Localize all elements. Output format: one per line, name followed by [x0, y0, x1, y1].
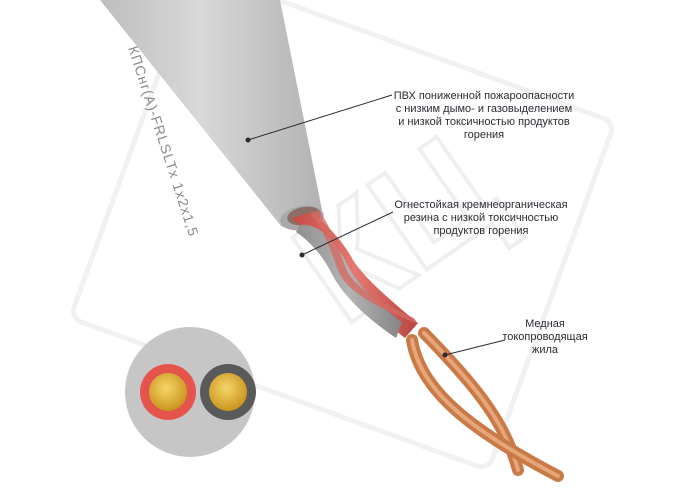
leader-lines	[245, 94, 506, 358]
sheath-label: ПВХ пониженной пожароопасности с низким …	[393, 90, 575, 141]
insulated-cores	[292, 210, 418, 338]
cable-sheath	[100, 0, 324, 231]
cable-cross-section-icon	[125, 327, 256, 457]
insulation-label: Огнестойкая кремнеорганическая резина с …	[394, 199, 568, 237]
copper-conductors	[406, 327, 564, 482]
conductor-label: Медная токопроводящая жила	[502, 318, 588, 356]
